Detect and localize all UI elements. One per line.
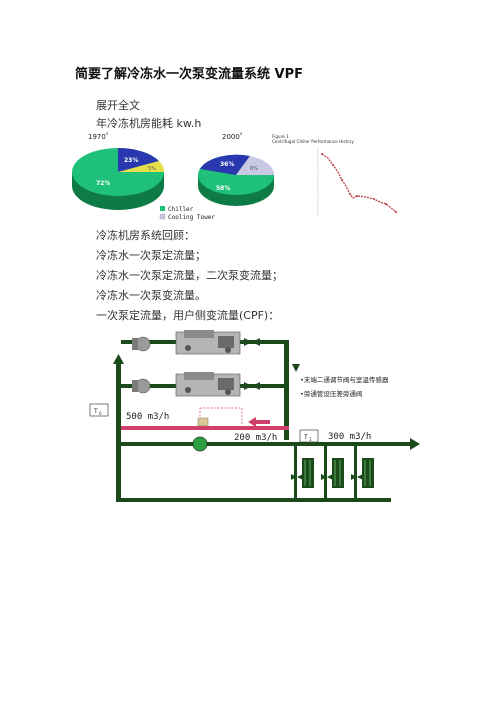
terminal-unit-2 — [321, 446, 344, 498]
right-chiller-pct: 58% — [216, 185, 230, 192]
paragraph-cpf: 冷冻水一次泵定流量； — [96, 249, 206, 262]
paragraph-vpf: 冷冻水一次泵变流量。 — [96, 289, 206, 302]
return-header-pipe — [121, 498, 391, 502]
terminal-unit-3 — [351, 446, 374, 498]
paragraph-review: 冷冻机房系统回顾： — [96, 229, 195, 242]
bypass-arrow-shaft — [256, 420, 270, 424]
chiller-pump-1 — [132, 336, 151, 352]
right-year-sup: s — [240, 132, 243, 137]
up-arrow-icon — [113, 354, 124, 364]
legend-tower-swatch — [159, 213, 166, 220]
paragraph-cpf-user: 一次泵定流量，用户侧变流量(CPF)： — [96, 309, 280, 322]
performance-points — [321, 153, 397, 213]
right-tower-slice — [236, 156, 275, 175]
left-year-sup: s — [106, 132, 109, 137]
performance-history-chart: Figure 1 Centrifugal Chiller Performance… — [272, 134, 397, 216]
left-tower-slice — [118, 161, 165, 172]
legend-chiller: Chiller — [168, 206, 194, 213]
t0-sensor-box — [89, 403, 109, 417]
bypass-pipe — [121, 426, 289, 430]
bypass-valve-icon — [197, 417, 209, 427]
isolation-valve-1 — [244, 338, 260, 346]
isolation-valve-2 — [244, 382, 260, 390]
flow-main-label: 500 m3/h — [126, 412, 169, 422]
left-pie: 23% 5% 72% — [72, 147, 165, 210]
figure-label: Figure 1 — [272, 134, 289, 139]
performance-line — [321, 153, 397, 213]
expand-link[interactable]: 展开全文 — [96, 99, 140, 112]
supply-arrow-icon — [410, 438, 420, 450]
note-bypass-valve: •旁通管设压差旁通阀 — [300, 389, 362, 398]
chiller-unit-1 — [175, 330, 241, 355]
flow-user-label: 300 m3/h — [328, 432, 371, 442]
left-riser-pipe — [116, 360, 121, 502]
supply-header-pipe — [121, 442, 411, 446]
paragraph-secondary: 冷冻水一次泵定流量，二次泵变流量； — [96, 269, 283, 282]
right-pump-slice — [200, 154, 250, 175]
chiller-unit-2 — [175, 372, 241, 397]
t1-sub: 1 — [309, 437, 312, 442]
t0-label: T — [93, 408, 98, 415]
right-pie: 36% 6% 58% — [198, 154, 275, 206]
down-arrow-icon — [292, 364, 300, 372]
chart-ticks — [316, 153, 318, 215]
energy-pie-figure: 1970 s 2000 s 23% 5% 72% 36% 6% 58% Chil… — [72, 132, 275, 221]
t0-sub: 0 — [99, 411, 102, 416]
right-tower-pct: 6% — [250, 166, 258, 172]
left-chiller-pct: 72% — [96, 180, 110, 187]
cpf-system-schematic: •末端二通调节阀与室温传感器 •旁通管设压差旁通阀 T 0 500 m3/h 2… — [89, 330, 420, 502]
left-tower-pct: 5% — [148, 166, 156, 172]
figure-title: Centrifugal Chiller Performance History — [272, 139, 355, 144]
left-pump-pct: 23% — [124, 157, 138, 164]
right-riser-pipe — [284, 340, 289, 440]
legend-chiller-swatch — [160, 206, 165, 211]
legend-tower: Cooling Tower — [168, 214, 215, 221]
note-terminal-valve: •末端二通调节阀与室温传感器 — [300, 375, 389, 384]
flow-bypass-label: 200 m3/h — [234, 433, 277, 443]
page-title: 简要了解冷冻水一次泵变流量系统 VPF — [75, 67, 303, 82]
chiller-pump-2 — [132, 378, 151, 394]
bypass-arrow-icon — [248, 417, 256, 427]
primary-pump-icon — [192, 436, 208, 452]
t1-sensor-box — [299, 429, 319, 443]
terminal-unit-1 — [291, 446, 314, 498]
right-year-label: 2000 — [222, 133, 240, 141]
left-year-label: 1970 — [88, 133, 106, 141]
energy-caption: 年冷冻机房能耗 kw.h — [96, 117, 202, 130]
t1-label: T — [303, 434, 308, 441]
right-pump-pct: 36% — [220, 161, 234, 168]
left-pump-slice — [118, 147, 159, 172]
